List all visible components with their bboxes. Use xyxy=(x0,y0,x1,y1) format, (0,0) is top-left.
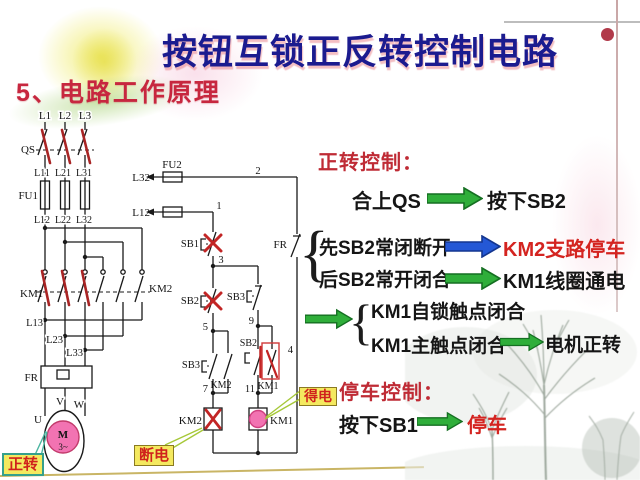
label-km1-main: KM1 xyxy=(20,288,43,300)
node3-wire xyxy=(212,265,258,288)
label-l33: L33 xyxy=(66,348,83,359)
press-sb1-text: 按下SB1 xyxy=(339,415,418,437)
km2-stop-text: KM2支路停车 xyxy=(503,239,626,261)
wire-number-4: 4 xyxy=(288,345,294,356)
label-sb2-nc: SB2 xyxy=(181,296,199,307)
main-close-text: KM1主触点闭合 xyxy=(371,336,507,357)
wire-number-5: 5 xyxy=(203,322,208,333)
label-l21: L21 xyxy=(55,168,71,179)
top-rule-vertical xyxy=(616,0,618,312)
phase-crossover-bottom xyxy=(44,319,142,366)
top-rule-horizontal xyxy=(504,21,640,23)
label-l31: L31 xyxy=(76,168,92,179)
label-fu1: FU1 xyxy=(18,190,38,202)
label-sb2-no: SB2 xyxy=(240,338,257,349)
km1-branch xyxy=(244,266,277,453)
label-km2-main: KM2 xyxy=(149,283,172,295)
fu1-fuse-symbols xyxy=(39,180,91,210)
nc-open-text: 先SB2常闭断开 xyxy=(319,238,451,259)
wire-number-2: 2 xyxy=(255,166,260,177)
wire-number-11: 11 xyxy=(245,384,255,395)
label-l1: L1 xyxy=(39,110,51,122)
red-dot-decoration xyxy=(601,28,614,41)
phase-crossover-top xyxy=(45,227,143,270)
circuit-diagram: L1 L2 L3 QS L11 L21 L31 FU1 L12 L22 L32 … xyxy=(18,109,301,473)
control-circuit-wires xyxy=(146,171,298,234)
forward-state-label: 正转 xyxy=(2,453,45,476)
forward-control-heading: 正转控制： xyxy=(318,152,423,174)
km2-branch xyxy=(201,330,297,454)
label-fr-ctrl: FR xyxy=(274,239,288,251)
label-l11: L11 xyxy=(34,168,50,179)
label-sb3-no: SB3 xyxy=(182,360,200,371)
label-l13: L13 xyxy=(26,318,43,329)
motor-symbol xyxy=(43,409,85,473)
green-arrow-icon xyxy=(417,411,463,432)
green-arrow-icon xyxy=(500,332,544,352)
label-fu2: FU2 xyxy=(162,159,182,171)
press-sb2-text: 按下SB2 xyxy=(487,191,566,213)
label-l23: L23 xyxy=(46,335,63,346)
label-sb1: SB1 xyxy=(181,239,199,250)
km1-energize-text: KM1线圈通电 xyxy=(503,271,626,293)
label-l3: L3 xyxy=(79,110,92,122)
label-l22: L22 xyxy=(55,215,71,226)
label-km1-coil: KM1 xyxy=(270,415,293,427)
page-subtitle: 5、电路工作原理 xyxy=(16,79,221,107)
stop-text: 停车 xyxy=(467,415,507,437)
qs-switch-symbol xyxy=(36,122,94,270)
fr-thermal-relay-box xyxy=(40,365,93,416)
wire-number-7: 7 xyxy=(203,384,208,395)
label-km2-coil: KM2 xyxy=(179,415,202,427)
stop-control-heading: 停车控制： xyxy=(339,382,444,404)
close-qs-text: 合上QS xyxy=(352,191,421,213)
brace-sb2-group: { xyxy=(299,220,329,288)
label-sb3-nc: SB3 xyxy=(227,292,245,303)
green-arrow-icon xyxy=(427,187,483,210)
label-l2: L2 xyxy=(59,110,71,122)
label-km2-aux: KM2 xyxy=(210,380,231,391)
label-l12: L12 xyxy=(34,215,50,226)
no-close-text: 后SB2常开闭合 xyxy=(319,270,451,291)
green-arrow-icon xyxy=(305,308,353,330)
motor-forward-text: 电机正转 xyxy=(545,335,622,356)
blue-arrow-icon xyxy=(445,235,501,258)
label-km1-aux: KM1 xyxy=(257,381,278,392)
label-l12-feed: L12 xyxy=(132,207,150,219)
motor-letter: M xyxy=(58,429,69,441)
brace-km1-group: { xyxy=(349,294,373,350)
km2-main-contacts xyxy=(95,269,145,350)
wire-number-1: 1 xyxy=(216,201,221,212)
fr-nc-contact xyxy=(290,233,301,453)
km1-closed-marks xyxy=(40,269,91,307)
selflock-close-text: KM1自锁触点闭合 xyxy=(371,302,526,323)
wire-number-3: 3 xyxy=(218,255,223,266)
energized-label: 得电 xyxy=(299,387,337,406)
qs-closed-marks xyxy=(40,128,92,165)
motor-phase-text: 3~ xyxy=(58,442,68,452)
page-title: 按钮互锁正反转控制电路 xyxy=(161,33,558,72)
green-arrow-icon xyxy=(445,267,501,290)
tree-branches xyxy=(472,314,635,480)
red-x-marks xyxy=(203,233,223,430)
deenergized-label: 断电 xyxy=(134,445,175,466)
label-u: U xyxy=(34,414,42,426)
label-l32: L32 xyxy=(76,215,92,226)
label-fr-main: FR xyxy=(25,372,39,384)
winter-tree-background xyxy=(405,310,640,480)
label-w: W xyxy=(74,399,85,411)
junction-dots xyxy=(42,225,261,456)
label-v: V xyxy=(56,396,64,408)
label-l32-feed: L32 xyxy=(132,172,150,184)
label-qs: QS xyxy=(21,144,35,156)
closed-state-marks xyxy=(259,342,280,380)
wire-number-9: 9 xyxy=(249,316,254,327)
